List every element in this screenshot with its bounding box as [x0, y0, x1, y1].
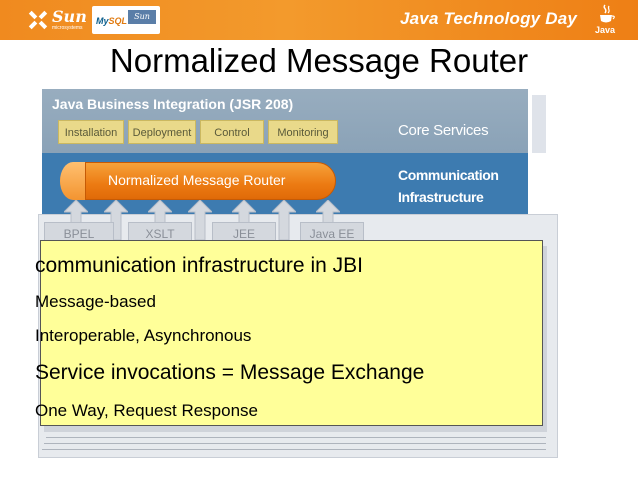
- event-title: Java Technology Day: [400, 9, 578, 28]
- callout-box: [40, 240, 543, 426]
- service-deployment: Deployment: [128, 120, 196, 144]
- arrow-up-icon: [148, 200, 172, 240]
- router-pipe-cap: [60, 162, 86, 200]
- arrow-up-icon: [188, 200, 212, 240]
- mysql-logo: MySQL Sun: [92, 6, 160, 34]
- arrow-up-icon: [104, 200, 128, 240]
- core-services-label: Core Services: [398, 122, 489, 139]
- java-logo: Java: [592, 3, 622, 37]
- callout-bullet: Interoperable, Asynchronous: [35, 326, 252, 345]
- sun-logo: Sun microsystems: [26, 8, 90, 32]
- stack-line: [44, 443, 546, 444]
- sun-logo-icon: [28, 10, 48, 30]
- mysql-sun-badge: Sun: [128, 10, 156, 24]
- mysql-logo-icon: MySQL: [96, 16, 128, 26]
- service-monitoring: Monitoring: [268, 120, 338, 144]
- callout-bullet: One Way, Request Response: [35, 401, 259, 420]
- stack-line: [46, 437, 546, 438]
- header-bar: Sun microsystems MySQL Sun Java Technolo…: [0, 0, 638, 40]
- stack-line: [42, 449, 546, 450]
- arrow-up-icon: [232, 200, 256, 240]
- service-installation: Installation: [58, 120, 124, 144]
- java-logo-text: Java: [595, 25, 616, 35]
- component-xslt: XSLT: [128, 222, 192, 244]
- arrow-up-icon: [64, 200, 88, 240]
- component-jee: JEE: [212, 222, 276, 244]
- java-cup-icon: [600, 4, 615, 23]
- jbi-shadow: [532, 95, 546, 153]
- sun-logo-word: Sun: [52, 7, 87, 26]
- communication-infrastructure-label: Communication Infrastructure: [398, 167, 499, 205]
- sun-logo-subtext: microsystems: [52, 25, 83, 31]
- normalized-message-router-label: Normalized Message Router: [108, 172, 286, 188]
- callout-bullet: Message-based: [35, 292, 156, 311]
- callout-bullet: communication infrastructure in JBI: [35, 254, 363, 277]
- jbi-title: Java Business Integration (JSR 208): [52, 96, 294, 112]
- service-control: Control: [200, 120, 264, 144]
- callout-bullet: Service invocations = Message Exchange: [35, 361, 425, 384]
- slide-title: Normalized Message Router: [109, 42, 529, 79]
- arrow-up-icon: [272, 200, 296, 240]
- arrow-up-icon: [316, 200, 340, 240]
- component-java-ee: Java EE: [300, 222, 364, 244]
